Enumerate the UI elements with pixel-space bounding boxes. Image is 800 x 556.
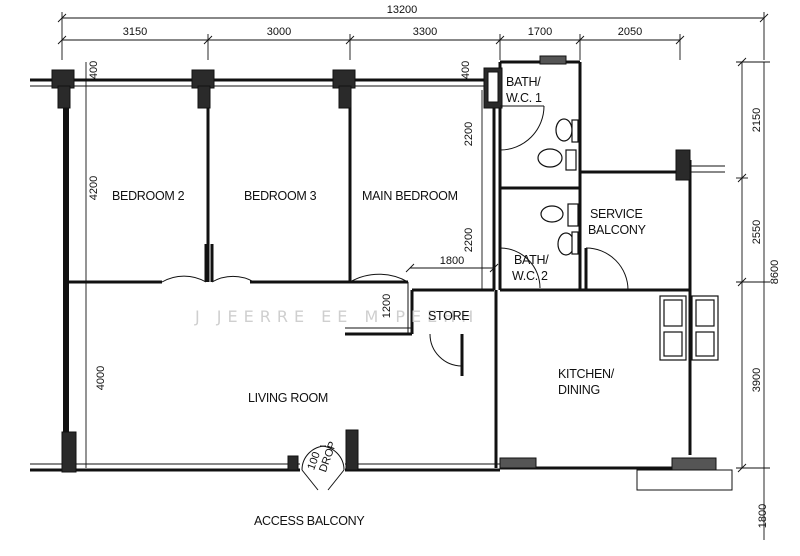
label-service-balcony-line1: SERVICE [590,207,643,221]
label-kitchen-line2: DINING [558,383,600,397]
label-bedroom-2: BEDROOM 2 [112,189,185,203]
label-bath-2-line2: W.C. 2 [512,269,548,283]
dimension-right-1: 2150 [751,108,763,132]
structural-columns [51,67,691,473]
dimension-top-1: 3150 [123,26,147,38]
dimension-interior-2: 2200 [463,228,475,252]
label-living-room: LIVING ROOM [248,391,328,405]
store-dimension-line [405,90,499,290]
window-sills [499,55,717,471]
overall-dimension: 13200 [387,4,418,16]
wall-offset-left: 400 [88,61,100,79]
label-bath-1-line2: W.C. 1 [506,91,542,105]
bath2-fixtures [540,203,579,256]
doors [161,105,629,491]
dimension-top-2: 3000 [267,26,291,38]
dimension-top-3: 3300 [413,26,437,38]
dimension-right-4: 1800 [757,504,769,528]
interior-walls [66,62,690,468]
label-kitchen-line1: KITCHEN/ [558,367,615,381]
dimension-right-3: 3900 [751,368,763,392]
watermark: J JEERRE EE M PEEHH [194,307,479,326]
label-bath-1-line1: BATH/ [506,75,541,89]
dimension-interior-1: 2200 [463,122,475,146]
kitchen-sinks [659,295,719,361]
label-store: STORE [428,309,469,323]
dimension-left-2: 4000 [95,366,107,390]
dimension-top-5: 2050 [618,26,642,38]
dimension-store-width: 1800 [440,255,464,267]
exterior-walls [30,60,733,491]
left-dimension-lines [80,62,92,468]
dimension-right-total: 8600 [769,260,781,284]
dimension-interior-3: 1200 [381,294,393,318]
bath1-fixtures [537,118,579,171]
label-bedroom-3: BEDROOM 3 [244,189,317,203]
right-dimension-lines [736,57,770,540]
top-dimension-lines [57,12,769,60]
wall-offset-right: 400 [460,61,472,79]
label-bath-2-line1: BATH/ [514,253,549,267]
label-access-balcony: ACCESS BALCONY [254,514,365,528]
dimension-top-4: 1700 [528,26,552,38]
label-service-balcony-line2: BALCONY [588,223,647,237]
dimension-right-2: 2550 [751,220,763,244]
entry-drop-value: 100 [305,450,323,471]
label-main-bedroom: MAIN BEDROOM [362,189,458,203]
dimension-left-1: 4200 [88,176,100,200]
